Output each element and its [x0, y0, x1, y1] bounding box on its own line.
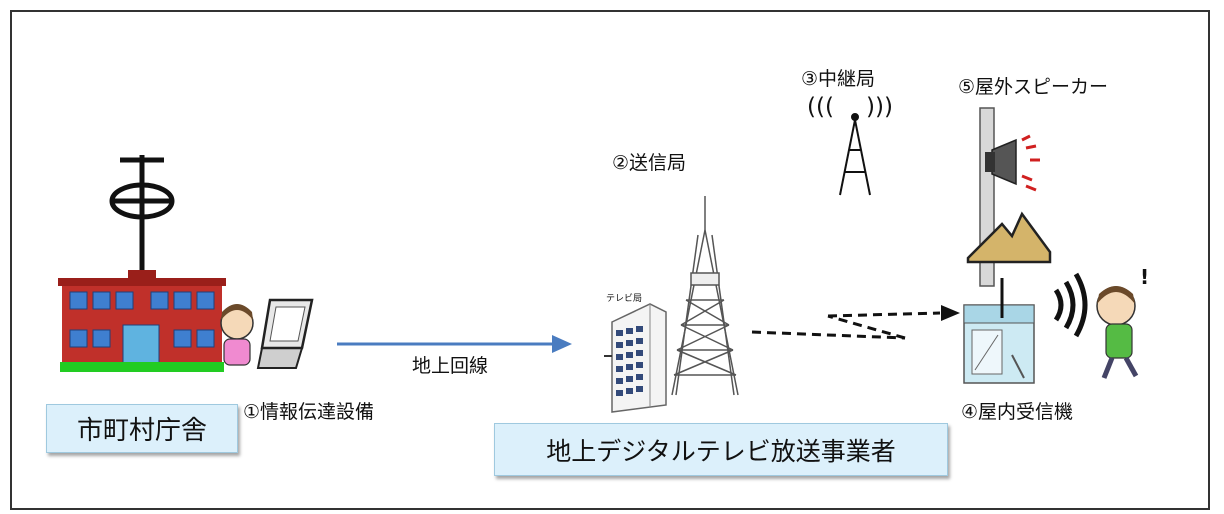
tv-tower-icon — [671, 196, 739, 396]
relay-tower-icon — [839, 113, 871, 196]
label-transmitting-station: ②送信局 — [612, 152, 687, 174]
listening-person-icon: ! — [1096, 265, 1149, 379]
signal-arrowhead — [941, 305, 960, 321]
sound-waves-icon — [1053, 272, 1088, 338]
label-tv-station-sign: テレビ局 — [606, 294, 643, 304]
municipal-office-box: 市町村庁舎 — [46, 404, 238, 453]
mountain-icon — [966, 211, 1052, 264]
city-hall-icon — [58, 270, 226, 372]
label-outdoor-speaker: ⑤屋外スピーカー — [958, 76, 1109, 98]
label-ground-line: 地上回線 — [412, 355, 489, 377]
tv-station-building-icon — [604, 303, 667, 413]
svg-text:!: ! — [1140, 265, 1149, 289]
person-with-laptop-icon — [220, 298, 314, 369]
label-relay-station: ③中継局 — [801, 68, 876, 90]
ground-line-arrow — [337, 335, 572, 353]
antenna-icon — [109, 155, 175, 282]
broadcaster-box: 地上デジタルテレビ放送事業者 — [494, 423, 948, 476]
relay-waves-left: ((( — [807, 94, 834, 120]
label-info-equipment: ①情報伝達設備 — [243, 401, 375, 423]
label-indoor-receiver: ④屋内受信機 — [961, 401, 1074, 423]
relay-waves-right: ))) — [866, 94, 893, 120]
indoor-receiver-icon — [963, 278, 1035, 384]
broadcast-signal-path — [751, 311, 941, 340]
